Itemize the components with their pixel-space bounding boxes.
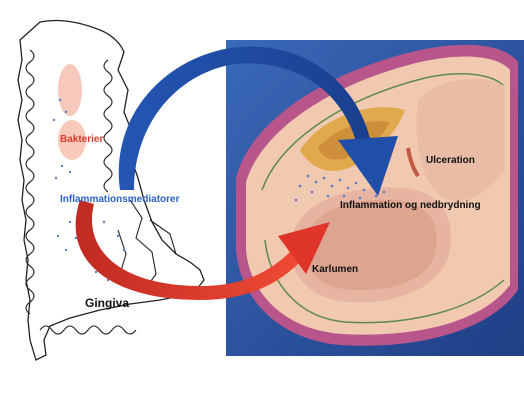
label-karlumen: Karlumen (312, 264, 358, 275)
label-bakterier: Bakterier (60, 134, 103, 145)
label-gingiva: Gingiva (85, 296, 129, 310)
label-inflammationsmediatorer: Inflammationsmediatorer (60, 194, 179, 205)
epithelium-bottom (40, 326, 136, 334)
ulceration-cavity (417, 78, 505, 201)
bacteria-haze (58, 64, 86, 160)
label-inflammation-nedbrydning: Inflammation og nedbrydning (340, 200, 481, 211)
label-ulceration: Ulceration (426, 155, 475, 166)
epithelium-right (104, 60, 112, 192)
